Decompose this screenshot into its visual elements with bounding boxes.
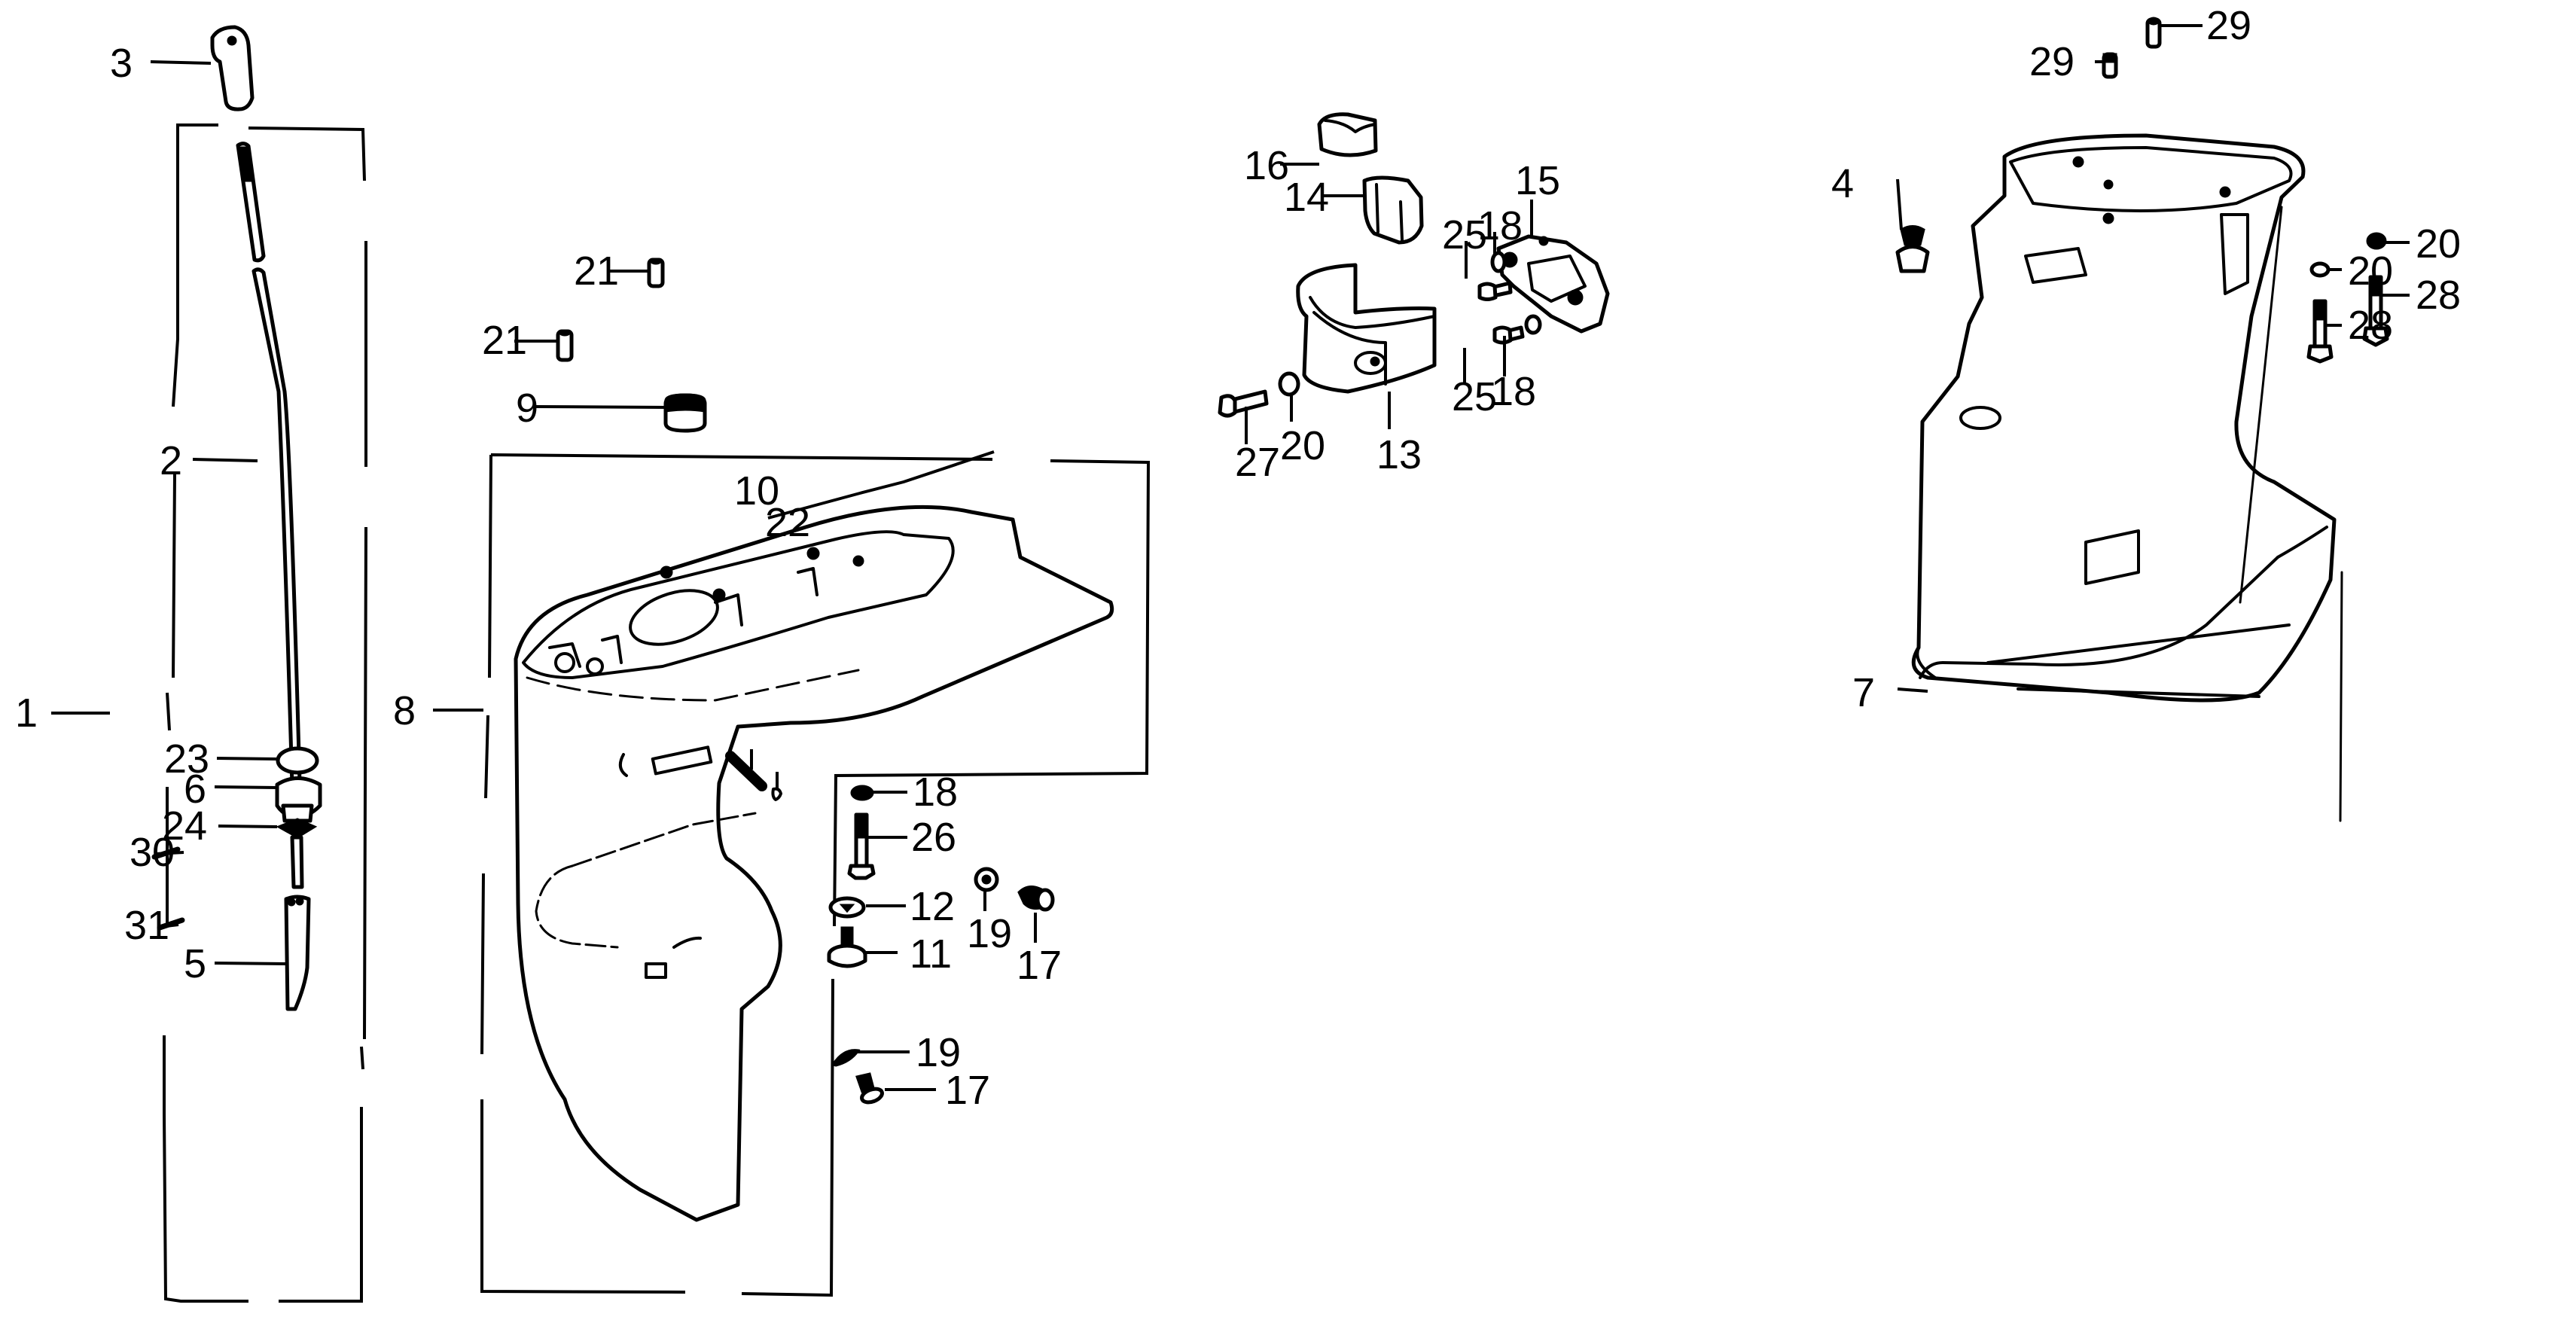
part-12-gasket [828, 896, 866, 919]
part-14-rubber-mount [1362, 175, 1424, 245]
part-7-drive-shaft-housing [1911, 133, 2343, 822]
part-11-drain-plug [827, 926, 867, 968]
part-18b-washer [1490, 251, 1507, 273]
part-21b-dowel-pin [556, 329, 574, 362]
part-20c-washer [2309, 261, 2331, 278]
part-15-mount-plate [1496, 234, 1610, 334]
part-5-coupler [284, 895, 311, 1011]
part-20b-washer [2366, 232, 2387, 250]
callout-label-29a: 29 [2206, 3, 2251, 48]
part-21a-dowel-pin [647, 258, 665, 288]
part-3-rod-end [210, 25, 255, 111]
part-24-spacer [276, 818, 318, 839]
callout-5: 5 [184, 941, 206, 986]
callout-21a: 21 [574, 248, 619, 294]
callout-6: 6 [184, 767, 206, 812]
part-16-mount-cushion [1317, 112, 1378, 157]
callout-25a: 25 [1442, 212, 1487, 258]
part-4-grease-fitting [1895, 225, 1930, 273]
part-17b-screw [855, 1072, 884, 1105]
callout-23: 23 [164, 736, 209, 782]
callout-3: 3 [110, 41, 133, 86]
callout-27: 27 [1235, 440, 1280, 485]
shift-rod-group [151, 25, 367, 1303]
callout-label-29b: 29 [2029, 39, 2075, 84]
callout-13: 13 [1376, 432, 1422, 477]
group-1-frame [163, 123, 367, 1303]
callout-18c: 18 [1491, 369, 1536, 414]
part-2-lower-rod [290, 835, 304, 889]
part-13-lower-mount-bracket [1296, 263, 1437, 394]
part-25a-bolt [1477, 281, 1513, 301]
part-17a-screw [1017, 886, 1055, 943]
part-20a-washer [1278, 371, 1300, 397]
callout-19b: 19 [916, 1030, 961, 1075]
callout-1: 1 [15, 690, 38, 736]
callout-30: 30 [130, 830, 175, 875]
part-25b-bolt [1492, 325, 1525, 345]
part-27-bolt [1218, 389, 1269, 418]
callout-17b: 17 [945, 1068, 990, 1113]
callout-4: 4 [1831, 161, 1854, 206]
leader-lines [51, 24, 2410, 1091]
part-19a-gasket [974, 867, 999, 911]
callout-7: 7 [1852, 670, 1875, 715]
part-19b-gasket [831, 1049, 861, 1067]
callout-20c: 20 [2348, 248, 2393, 294]
part-23-retainer [276, 746, 319, 775]
callout-19a: 19 [967, 911, 1012, 956]
callout-28b: 28 [2348, 303, 2393, 348]
callout-10: 10 [734, 468, 779, 514]
part-9-oil-seal [663, 393, 707, 433]
part-10-stud [725, 751, 767, 791]
callout-labels-extra: 15 15 11 29 29 [910, 3, 2251, 977]
callout-20b: 20 [2416, 221, 2461, 267]
part-29b-dowel-pin [2102, 52, 2118, 79]
callout-label-15: 15 [1515, 158, 1560, 203]
callout-22: 22 [765, 500, 810, 545]
callout-17a: 17 [1017, 943, 1062, 988]
callout-8: 8 [393, 688, 416, 733]
callout-labels: 3 2 1 23 6 24 30 31 5 8 21 21 9 10 22 22… [15, 41, 2461, 1113]
part-26-bolt [847, 812, 876, 880]
callout-26: 26 [911, 815, 956, 860]
part-28a-bolt [2362, 275, 2389, 347]
callout-31: 31 [124, 903, 169, 948]
callout-16: 16 [1244, 143, 1289, 188]
part-6-grommet [275, 776, 322, 823]
group-8-frame [480, 453, 1151, 1297]
part-29a-dowel-pin [2145, 17, 2162, 49]
callout-24: 24 [162, 803, 207, 849]
callout-9: 9 [516, 386, 538, 431]
part-8-gear-case-housing [514, 504, 1114, 1222]
gear-case-group [480, 258, 1151, 1297]
callout-12: 12 [910, 884, 955, 929]
callout-28a: 28 [2416, 273, 2461, 318]
part-2-shift-rod [236, 142, 302, 788]
callout-2: 2 [160, 438, 182, 483]
callout-14: 14 [1284, 175, 1329, 220]
callout-18b: 18 [1477, 203, 1523, 248]
part-22-pin [771, 787, 782, 801]
part-28b-bolt [2306, 299, 2334, 364]
callout-21b: 21 [482, 318, 527, 363]
callout-20a: 20 [1280, 423, 1325, 468]
callout-18a: 18 [913, 770, 958, 815]
mount-parts-group [1218, 112, 1930, 418]
part-18c-washer [1524, 314, 1542, 335]
part-18a-washer [850, 785, 874, 801]
callout-label-11: 11 [910, 931, 952, 977]
callout-25b: 25 [1452, 374, 1497, 419]
